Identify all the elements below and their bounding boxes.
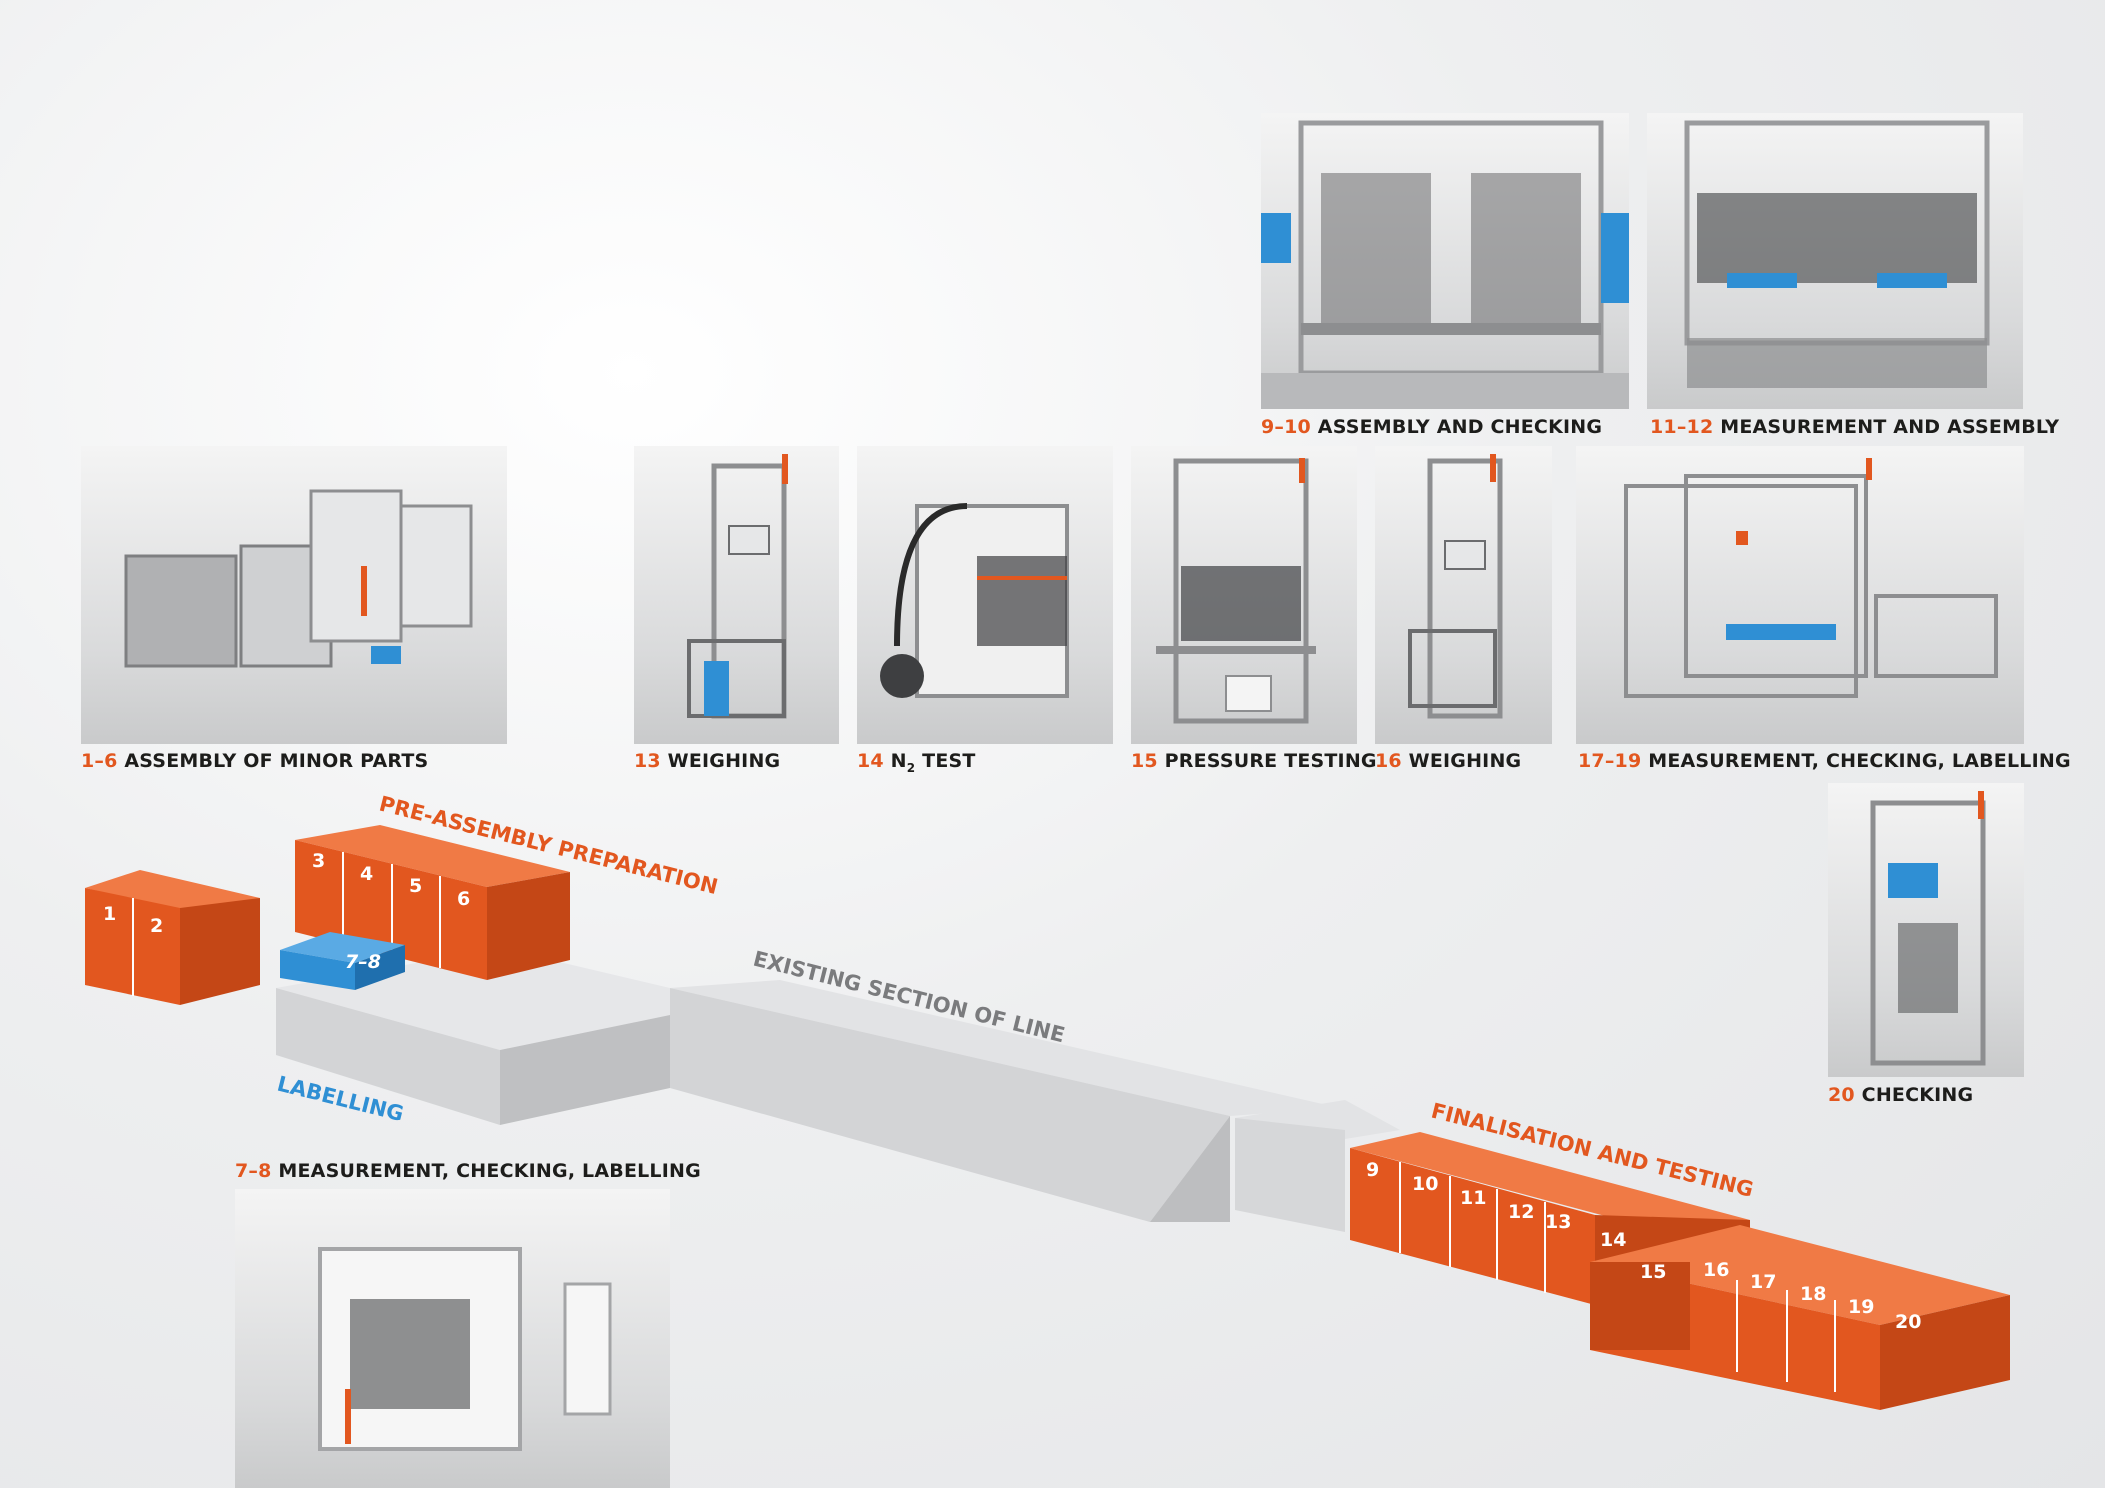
box-1-2-side [180,898,260,1005]
station-title: CHECKING [1861,1084,1974,1106]
labelling-grey-front [276,988,500,1125]
station-photo-9-10 [1261,113,1629,409]
existing-line-top [670,980,1340,1116]
box-label-20: 20 [1895,1311,1921,1333]
station-title: MEASUREMENT, CHECKING, LABELLING [278,1160,701,1182]
machine-illustration [1684,120,1990,388]
station-caption-1-6: 1–6 ASSEMBLY OF MINOR PARTS [81,750,428,772]
station-caption-9-10: 9–10 ASSEMBLY AND CHECKING [1261,416,1602,438]
station-number: 1–6 [81,750,118,772]
station-title: WEIGHING [667,750,781,772]
station-number: 15 [1131,750,1158,772]
station-photo-16 [1375,446,1552,744]
station-caption-16: 16 WEIGHING [1375,750,1521,772]
station-title: ASSEMBLY AND CHECKING [1317,416,1603,438]
machine-illustration [1156,458,1316,724]
box-label-17: 17 [1750,1271,1776,1293]
station-title: ASSEMBLY OF MINOR PARTS [124,750,429,772]
labelling-grey-side [500,1015,670,1125]
machine-illustration [1870,791,1986,1066]
station-number: 17–19 [1578,750,1642,772]
box-3-6-side [487,872,570,980]
machine-illustration [687,454,788,719]
station-title-post: TEST [915,750,976,772]
station-number: 7–8 [235,1160,272,1182]
station-caption-17-19: 17–19 MEASUREMENT, CHECKING, LABELLING [1578,750,2071,772]
box-label-12: 12 [1508,1201,1534,1223]
box-3-6-top [295,825,570,887]
station-photo-1-6 [81,446,507,744]
station-number: 9–10 [1261,416,1311,438]
box-label-15: 15 [1640,1261,1666,1283]
station-title: MEASUREMENT AND ASSEMBLY [1720,416,2060,438]
station-number: 14 [857,750,884,772]
box-label-5: 5 [409,875,422,897]
box-label-2: 2 [150,915,163,937]
machine-illustration [1261,120,1629,409]
station-number: 11–12 [1650,416,1714,438]
box-9-14-front [1350,1148,1595,1305]
station-number: 20 [1828,1084,1855,1106]
machine-illustration [124,489,473,668]
existing-line-front [670,988,1230,1222]
station-title: MEASUREMENT, CHECKING, LABELLING [1648,750,2071,772]
box-label-9: 9 [1366,1159,1379,1181]
box-label-13: 13 [1545,1211,1571,1233]
machine-illustration [1624,458,1998,698]
station-title: PRESSURE TESTING [1164,750,1377,772]
box-label-11: 11 [1460,1187,1486,1209]
station-photo-15 [1131,446,1357,744]
station-caption-11-12: 11–12 MEASUREMENT AND ASSEMBLY [1650,416,2059,438]
station-title: WEIGHING [1408,750,1522,772]
station-number: 13 [634,750,661,772]
production-line-diagram: 1 2 3 4 5 6 7–8 9 10 11 12 13 14 15 16 1… [85,792,2010,1410]
station-photo-13 [634,446,839,744]
station-photo-14 [857,446,1113,744]
box-label-14: 14 [1600,1229,1626,1251]
machine-illustration [880,503,1069,698]
station-caption-20: 20 CHECKING [1828,1084,1973,1106]
station-photo-11-12 [1647,113,2023,409]
box-label-3: 3 [312,850,325,872]
station-caption-14: 14 N2 TEST [857,750,976,775]
machine-illustration [1408,454,1503,719]
box-label-6: 6 [457,888,470,910]
box-label-10: 10 [1412,1173,1438,1195]
box-9-14-top [1350,1132,1750,1236]
box-label-19: 19 [1848,1296,1874,1318]
box-7-8-top [280,932,405,963]
station-photo-17-19 [1576,446,2024,744]
station-title-pre: N [890,750,907,772]
station-photo-7-8 [235,1189,670,1488]
box-label-18: 18 [1800,1283,1826,1305]
station-caption-13: 13 WEIGHING [634,750,780,772]
station-number: 16 [1375,750,1402,772]
box-15-20-top [1590,1225,2010,1325]
box-label-16: 16 [1703,1259,1729,1281]
connector-grey-front [1235,1118,1345,1232]
existing-line-end [1150,1116,1230,1222]
box-label-7-8: 7–8 [345,951,381,973]
box-label-1: 1 [103,903,116,925]
box-15-shade [1590,1262,1690,1350]
box-15-20-side [1880,1295,2010,1410]
box-7-8-front [280,950,355,990]
station-title-sub: 2 [906,760,916,775]
station-caption-15: 15 PRESSURE TESTING [1131,750,1377,772]
box-label-4: 4 [360,863,373,885]
box-7-8-side [355,945,405,990]
station-caption-7-8: 7–8 MEASUREMENT, CHECKING, LABELLING [235,1160,701,1182]
machine-illustration [318,1247,612,1451]
station-photo-20 [1828,783,2024,1077]
